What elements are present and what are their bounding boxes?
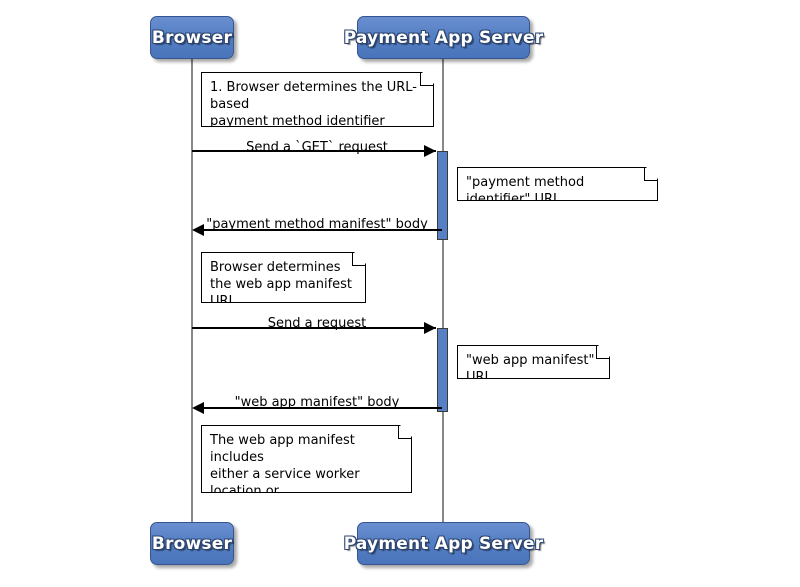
note-text: 1. Browser determines the URL-based paym… bbox=[210, 80, 417, 129]
participant-browser-footer[interactable]: Browser bbox=[150, 522, 234, 565]
note-payment-method-identifier-url: "payment method identifier" URL bbox=[457, 167, 658, 201]
activation-bar-server-2 bbox=[437, 328, 448, 412]
message-arrowhead-web-app-manifest-body bbox=[192, 402, 204, 414]
note-text: "web app manifest" URL bbox=[466, 353, 595, 385]
message-line-payment-method-manifest-body bbox=[198, 229, 442, 231]
lifeline-browser bbox=[191, 58, 193, 524]
message-line-web-app-manifest-body bbox=[198, 407, 442, 409]
message-line-send-get-request bbox=[192, 150, 436, 152]
participant-browser-header-label: Browser bbox=[151, 27, 233, 48]
note-text: "payment method identifier" URL bbox=[466, 175, 585, 207]
note-text: Browser determines the web app manifest … bbox=[210, 260, 353, 309]
participant-browser-footer-label: Browser bbox=[151, 533, 233, 554]
participant-payment-app-server-footer[interactable]: Payment App Server bbox=[344, 522, 543, 565]
message-arrowhead-send-a-request bbox=[424, 322, 436, 334]
message-arrowhead-payment-method-manifest-body bbox=[192, 224, 204, 236]
participant-payment-app-server-header-label: Payment App Server bbox=[343, 27, 544, 48]
message-label-payment-method-manifest-body: "payment method manifest" body bbox=[206, 217, 428, 232]
activation-bar-server-1 bbox=[437, 151, 448, 240]
participant-payment-app-server-header[interactable]: Payment App Server bbox=[344, 16, 543, 59]
note-web-app-manifest-contents: The web app manifest includes either a s… bbox=[201, 425, 412, 493]
message-line-send-a-request bbox=[192, 327, 436, 329]
participant-payment-app-server-footer-label: Payment App Server bbox=[343, 533, 544, 554]
note-browser-determines-manifest-url: Browser determines the web app manifest … bbox=[201, 252, 366, 303]
message-arrowhead-send-get-request bbox=[424, 145, 436, 157]
participant-browser-header[interactable]: Browser bbox=[150, 16, 234, 59]
note-web-app-manifest-url: "web app manifest" URL bbox=[457, 345, 610, 379]
message-label-send-get-request: Send a `GET` request bbox=[246, 140, 388, 155]
lifeline-payment-app-server bbox=[442, 58, 444, 524]
message-label-web-app-manifest-body: "web app manifest" body bbox=[234, 395, 400, 410]
note-text: The web app manifest includes either a s… bbox=[210, 433, 371, 516]
note-browser-determines-identifier: 1. Browser determines the URL-based paym… bbox=[201, 72, 434, 127]
